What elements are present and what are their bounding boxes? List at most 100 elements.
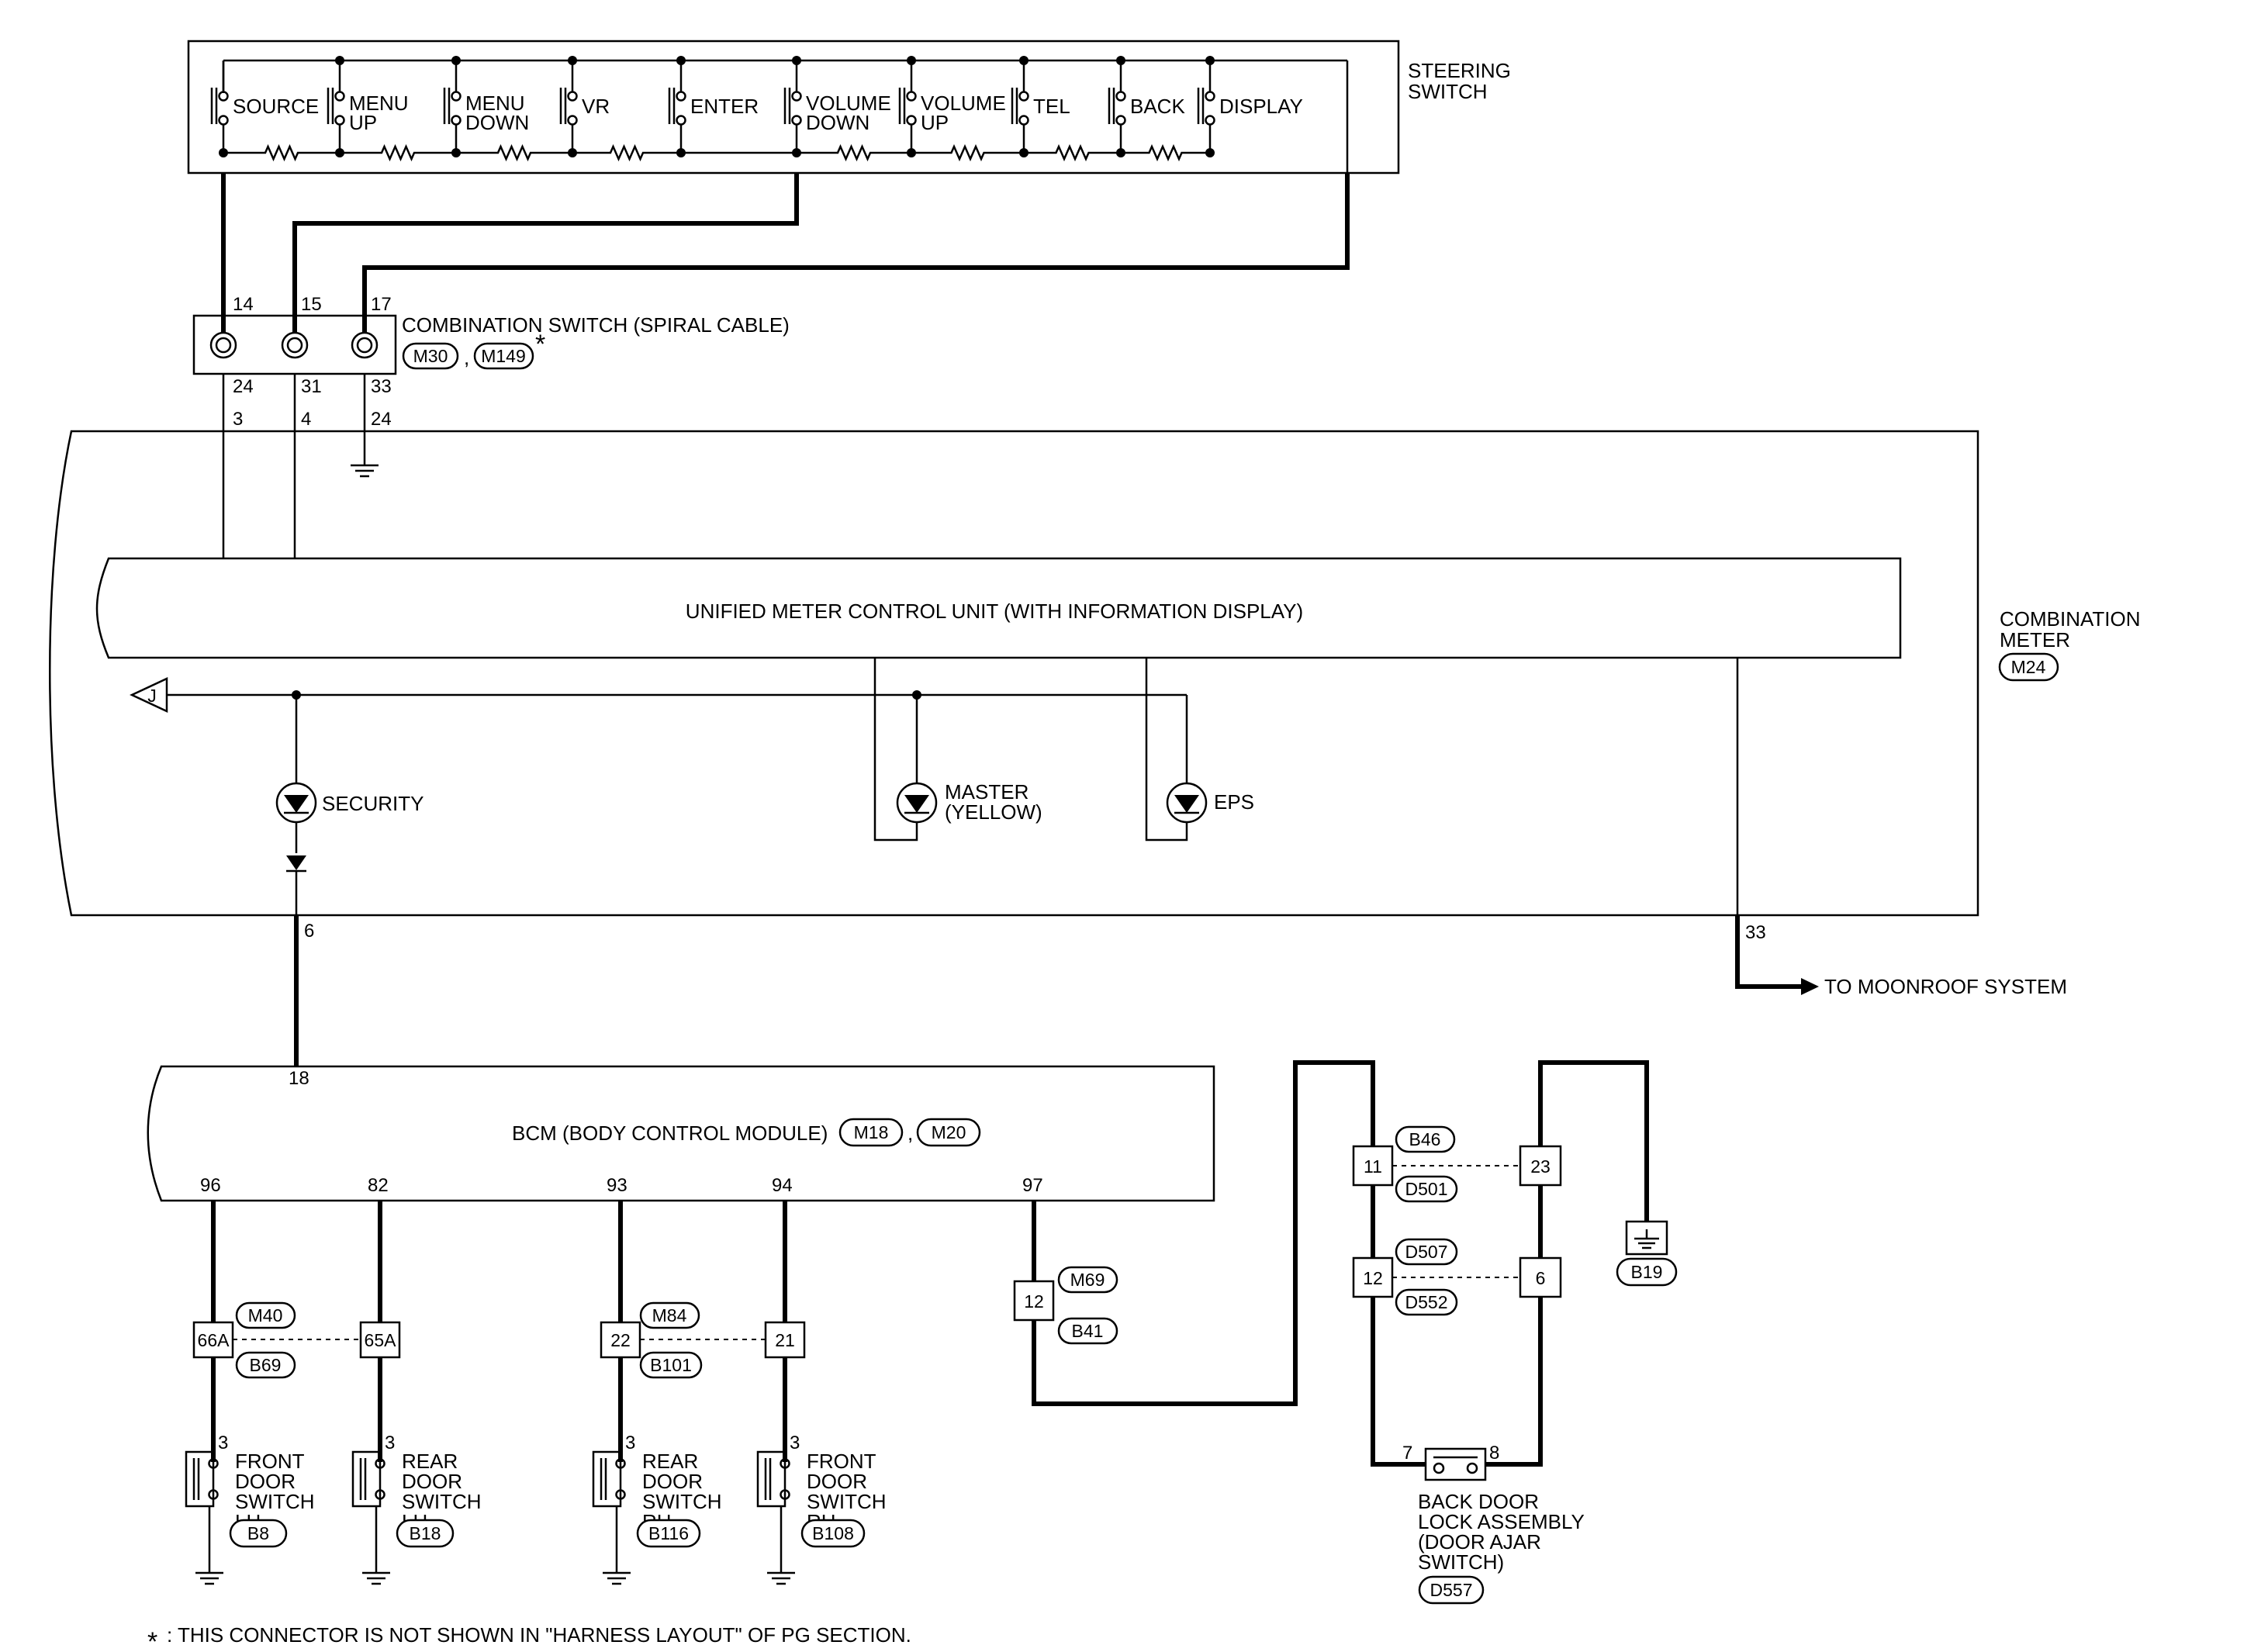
wire-back-door-signal xyxy=(1032,1060,1375,1406)
back-door-label-1: BACK DOOR xyxy=(1418,1490,1539,1513)
connector-badge-m40 xyxy=(235,1301,296,1329)
security-label: SECURITY xyxy=(322,792,424,815)
connector-d557: D557 xyxy=(1430,1580,1473,1600)
resistor-icon xyxy=(223,143,340,162)
door-switch-connector: B108 xyxy=(812,1523,854,1543)
door-switch-label: REAR xyxy=(642,1450,698,1473)
steering-resistor-ladder xyxy=(223,143,1210,162)
connector-badge-m20 xyxy=(916,1118,981,1147)
door-switch-icon xyxy=(592,1450,622,1508)
junction-21-label: 21 xyxy=(775,1330,795,1350)
door-switch-pin: 3 xyxy=(218,1433,228,1453)
steering-switch-label: TEL xyxy=(1033,95,1070,118)
pin-24: 24 xyxy=(233,376,254,397)
steering-switch-label: UP xyxy=(349,111,377,134)
bcm-separator: , xyxy=(908,1121,913,1145)
junction-6-label: 6 xyxy=(1536,1268,1546,1288)
door-switch-connector: B8 xyxy=(247,1523,269,1543)
door-switch-label: REAR xyxy=(402,1450,458,1473)
connector-m20: M20 xyxy=(932,1122,966,1142)
steering-switch-label: MENU xyxy=(465,92,525,115)
connector-d501: D501 xyxy=(1405,1179,1448,1199)
steering-switch-button: VR xyxy=(559,56,610,157)
steering-switch-label: MENU xyxy=(349,92,409,115)
connector-b19: B19 xyxy=(1631,1262,1663,1282)
bcm-title: BCM (BODY CONTROL MODULE) xyxy=(512,1121,828,1145)
junction-6 xyxy=(1519,1256,1562,1298)
connector-badge-b46 xyxy=(1395,1125,1456,1153)
door-switch-pin: 3 xyxy=(790,1433,800,1453)
steering-wires xyxy=(221,172,1350,306)
resistor-icon xyxy=(456,143,572,162)
connector-m18: M18 xyxy=(854,1122,889,1142)
security-indicator-icon xyxy=(275,782,317,824)
junction-66a-label: 66A xyxy=(198,1330,230,1350)
steering-switch-label: BACK xyxy=(1130,95,1185,118)
pin-8: 8 xyxy=(1489,1443,1499,1464)
pin-3: 3 xyxy=(233,409,243,430)
steering-switch-label: ENTER xyxy=(690,95,759,118)
door-switch-pin: 3 xyxy=(625,1433,635,1453)
spiral-cable-title: COMBINATION SWITCH (SPIRAL CABLE) xyxy=(402,313,790,337)
pin-4: 4 xyxy=(301,409,311,430)
door-switch-label: FRONT xyxy=(235,1450,305,1473)
pin-7: 7 xyxy=(1402,1443,1412,1464)
door-switch: 3FRONTDOORSWITCHLHB8 xyxy=(185,1433,315,1585)
steering-switch-label: DOWN xyxy=(806,111,869,134)
combination-meter: COMBINATION METER M24 UNIFIED METER CONT… xyxy=(49,430,2141,917)
connector-badge-m18 xyxy=(838,1118,904,1147)
steering-switch-label: SOURCE xyxy=(233,95,319,118)
eps-indicator-icon xyxy=(1166,782,1208,824)
combination-meter-box xyxy=(49,430,1979,917)
asterisk-mark: * xyxy=(535,330,545,359)
steering-switch-label: VR xyxy=(582,95,610,118)
wire-17 xyxy=(362,172,1350,306)
door-switch-label: FRONT xyxy=(807,1450,876,1473)
pin-97: 97 xyxy=(1022,1175,1043,1196)
arrow-right-icon xyxy=(1801,978,1819,995)
steering-switch-label: DISPLAY xyxy=(1219,95,1303,118)
master-label-1: MASTER xyxy=(945,780,1029,804)
steering-switch-button: DISPLAY xyxy=(1197,56,1303,157)
connector-badge-b19 xyxy=(1616,1257,1678,1287)
pin-6: 6 xyxy=(304,921,314,942)
door-switch-icon xyxy=(756,1450,787,1508)
steering-switch-title-1: STEERING xyxy=(1408,59,1511,82)
back-door-label-3: (DOOR AJAR xyxy=(1418,1530,1541,1554)
meter-output-wires: 6 33 TO MOONROOF SYSTEM xyxy=(294,915,2067,1066)
combination-meter-title-1: COMBINATION xyxy=(2000,607,2141,631)
door-switch-connector: B18 xyxy=(410,1523,441,1543)
ground-icon xyxy=(1634,1229,1659,1249)
junction-22-label: 22 xyxy=(610,1330,631,1350)
bcm: 18 BCM (BODY CONTROL MODULE) M18 , M20 9… xyxy=(147,1065,1215,1202)
pin-94: 94 xyxy=(772,1175,793,1196)
junction-65a-label: 65A xyxy=(365,1330,397,1350)
connector-b46: B46 xyxy=(1409,1129,1441,1149)
pin-82: 82 xyxy=(368,1175,389,1196)
steering-switch-label: DOWN xyxy=(465,111,529,134)
steering-switch-title-2: SWITCH xyxy=(1408,80,1488,103)
diode-icon xyxy=(286,855,306,873)
pin-33-meter: 33 xyxy=(1745,922,1766,943)
combination-meter-title-2: METER xyxy=(2000,628,2070,651)
eps-label: EPS xyxy=(1214,790,1254,814)
resistor-icon xyxy=(572,143,681,162)
door-switch-label: DOOR xyxy=(402,1470,462,1493)
footnote-star: * xyxy=(147,1627,157,1652)
connector-m149: M149 xyxy=(481,346,526,366)
junction-12b-label: 12 xyxy=(1363,1268,1383,1288)
connector-badge-d557 xyxy=(1418,1575,1485,1605)
connector-m30: M30 xyxy=(413,346,448,366)
resistor-icon xyxy=(797,143,911,162)
connector-d552: D552 xyxy=(1405,1292,1448,1312)
connector-badge-m84 xyxy=(639,1301,700,1329)
door-switch-icon xyxy=(351,1450,382,1508)
connector-badge-m149 xyxy=(473,342,534,370)
pin-24-meter: 24 xyxy=(371,409,392,430)
ground-icon xyxy=(351,464,379,478)
junction-23-label: 23 xyxy=(1530,1156,1551,1177)
pin-18: 18 xyxy=(289,1068,309,1089)
pin-14: 14 xyxy=(233,294,254,315)
